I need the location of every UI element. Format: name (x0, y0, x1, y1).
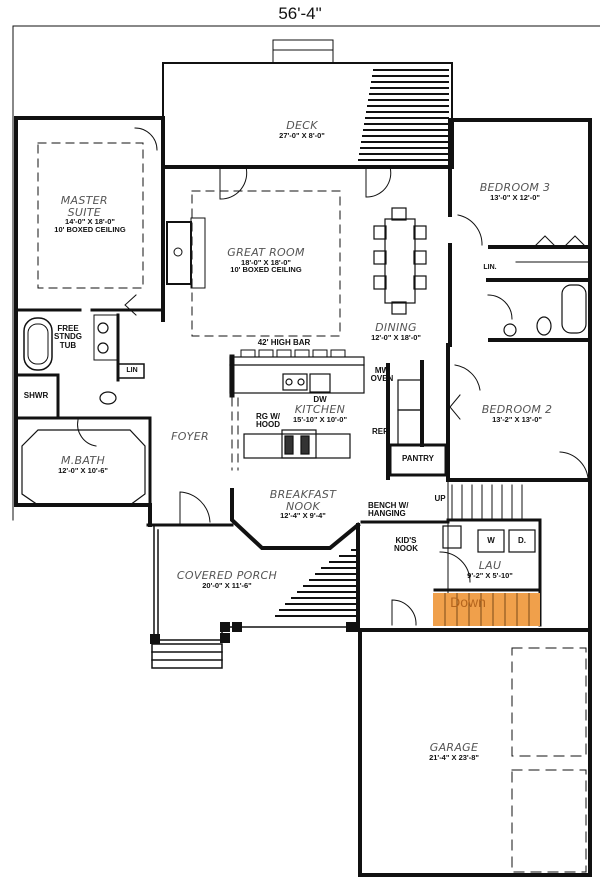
room-dimension: 12'-0" X 10'-6" (58, 465, 108, 475)
room-name: LAU (478, 559, 502, 572)
master-suite-label: MASTER SUITE 14'-0" X 18'-0" 10' BOXED C… (54, 195, 125, 234)
room-dimension: 9'-2" X 5'-10" (467, 570, 513, 580)
room-name: GARAGE (429, 741, 479, 754)
room-name: KITCHEN (294, 403, 346, 416)
bench-label: BENCH W/ HANGING (368, 501, 409, 519)
room-name: FOYER (171, 430, 209, 443)
washer-label: W (487, 536, 495, 545)
deck-label: DECK 27'-0" X 8'-0" (279, 120, 325, 139)
kitchen-island (243, 429, 351, 459)
room-name: GREAT ROOM (227, 246, 305, 259)
porch-stairs (275, 549, 359, 617)
ceiling-note: 10' BOXED CEILING (54, 224, 126, 234)
pantry-label: PANTRY (402, 454, 434, 463)
room-dimension: 14'-0" X 18'-0" (65, 217, 115, 227)
down-stairs-highlight (433, 593, 540, 626)
room-name: MASTER SUITE (60, 194, 108, 219)
stairs-down-label: Down (450, 594, 486, 610)
room-dimension: 27'-0" X 8'-0" (279, 130, 325, 140)
dishwasher-label: DW (313, 395, 327, 404)
ceiling-note: 10' BOXED CEILING (230, 265, 302, 275)
room-dimension: 12'-4" X 9'-4" (280, 511, 326, 521)
garage (358, 628, 592, 877)
great-room-boxed-ceiling (191, 190, 341, 337)
room-name: DECK (286, 119, 318, 132)
breakfast-nook-label: BREAKFAST NOOK 12'-4" X 9'-4" (263, 489, 343, 520)
garage-label: GARAGE 21'-4" X 23'-8" (429, 742, 479, 761)
kitchen-bar (229, 356, 365, 394)
stairs-up-label: UP (434, 494, 446, 503)
mw-oven-label: MW OVEN (370, 366, 394, 384)
room-dimension: 21'-4" X 23'-8" (429, 752, 479, 762)
room-name: M.BATH (60, 454, 106, 467)
m-bath-label: M.BATH 12'-0" X 10'-6" (58, 455, 108, 474)
overall-width-dimension: 56'-4" (278, 4, 322, 23)
covered-porch-label: COVERED PORCH 20'-0" X 11'-6" (177, 570, 277, 589)
bedroom2-label: BEDROOM 2 13'-2" X 13'-0" (482, 404, 553, 423)
range-hood-label: RG W/ HOOD (256, 412, 280, 430)
covered-porch (151, 524, 357, 669)
room-dimension: 18'-0" X 18'-0" (241, 257, 291, 267)
kitchen-label: KITCHEN 15'-10" X 10'-0" (293, 404, 347, 423)
dining-table (373, 207, 427, 315)
dining-label: DINING 12'-0" X 18'-0" (371, 322, 421, 341)
free-standing-tub (23, 317, 53, 371)
linen-bed3-label: LIN. (483, 264, 497, 271)
room-dimension: 13'-0" X 12'-0" (490, 192, 540, 202)
pantry (388, 443, 448, 477)
garage-parking-2 (511, 769, 587, 873)
room-name: BEDROOM 2 (481, 403, 553, 416)
foyer-label: FOYER (171, 431, 209, 443)
room-name: DINING (375, 321, 417, 334)
nook-bay (230, 488, 361, 550)
free-standing-tub-label: FREE STNDG TUB (54, 324, 82, 350)
room-dimension: 15'-10" X 10'-0" (292, 414, 348, 424)
shower-label: SHWR (23, 391, 49, 400)
fireplace (166, 221, 192, 285)
bedroom3-label: BEDROOM 3 13'-0" X 12'-0" (480, 182, 551, 201)
room-dimension: 12'-0" X 18'-0" (371, 332, 421, 342)
dryer-label: D. (518, 536, 526, 545)
master-boxed-ceiling (37, 142, 144, 289)
up-stairs (451, 484, 523, 521)
room-name: BREAKFAST NOOK (269, 488, 337, 513)
m-bath-bay (21, 429, 146, 506)
overall-dimension-line (12, 25, 600, 521)
kids-nook-label: KID'S NOOK (394, 536, 418, 554)
room-name: BEDROOM 3 (479, 181, 551, 194)
bed3-tub (561, 284, 587, 334)
room-dimension: 20'-0" X 11'-6" (202, 580, 252, 590)
room-name: COVERED PORCH (176, 569, 278, 582)
room-dimension: 13'-2" X 13'-0" (492, 414, 542, 424)
high-bar-label: 42' HIGH BAR (257, 338, 311, 347)
garage-parking-1 (511, 647, 587, 757)
great-room-label: GREAT ROOM 18'-0" X 18'-0" 10' BOXED CEI… (227, 247, 305, 274)
linen-master-label: LIN (126, 367, 138, 374)
lau-label: LAU 9'-2" X 5'-10" (467, 560, 513, 579)
refrigerator-label: REF (372, 427, 388, 436)
deck-stairs (358, 69, 449, 161)
